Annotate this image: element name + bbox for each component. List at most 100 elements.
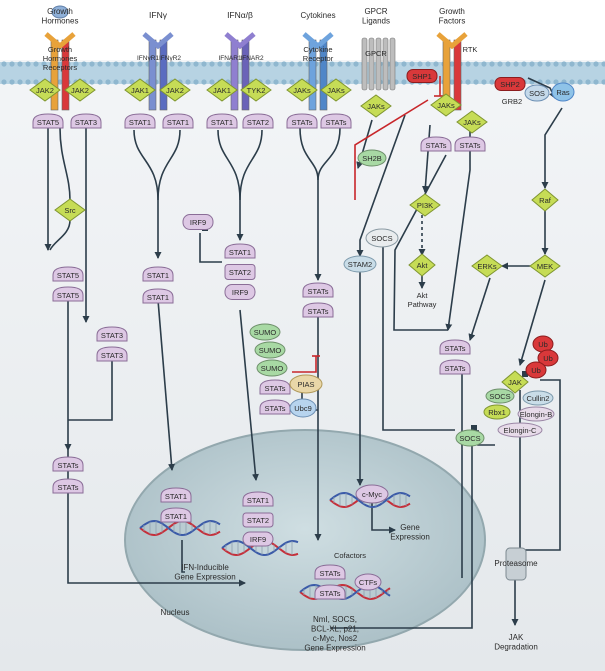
- lipid-head: [489, 79, 495, 85]
- stat-label: STAT1: [229, 248, 251, 257]
- stat-shape: [52, 456, 84, 472]
- protein-shape: [289, 398, 317, 418]
- lipid-head: [17, 61, 23, 67]
- kinase-shape: [456, 110, 488, 134]
- ub-protein: Ub: [537, 349, 559, 367]
- lipid-head: [105, 79, 111, 85]
- protein-shape: [224, 284, 256, 300]
- arrow-isgf3-nucleus: [239, 309, 259, 481]
- arrow-stat-to-gene: [67, 450, 246, 587]
- lipid-head: [289, 79, 295, 85]
- lipid-head: [481, 79, 487, 85]
- lipid-head: [553, 61, 559, 67]
- stat-label: STAT1: [167, 118, 189, 127]
- stat-label: STATs: [445, 364, 466, 373]
- stats-protein: STATs: [314, 584, 346, 600]
- arrow-ras-raf: [541, 107, 563, 189]
- protein-label: Ras: [556, 88, 570, 97]
- arrow-ifnab-b: [239, 129, 263, 201]
- lipid-head: [505, 61, 511, 67]
- stat2-protein: STAT2: [242, 512, 274, 528]
- lipid-head: [169, 61, 175, 67]
- stat-label: STATs: [58, 461, 79, 470]
- lipid-head: [353, 79, 359, 85]
- lipid-head: [337, 61, 343, 67]
- lipid-head: [601, 79, 605, 85]
- gpcr-helix: [375, 37, 382, 91]
- lipid-head: [345, 79, 351, 85]
- stat-shape: [142, 266, 174, 282]
- arrow-stat3-join: [68, 358, 113, 421]
- protein-label: PIAS: [297, 380, 314, 389]
- protein-shape: [406, 69, 438, 83]
- lipid-head: [577, 79, 583, 85]
- elongin-b-protein: Elongin-B: [517, 406, 555, 422]
- lipid-head: [545, 79, 551, 85]
- protein-shape: [483, 404, 511, 420]
- lipid-head: [193, 79, 199, 85]
- nucleus: [124, 429, 486, 651]
- lipid-head: [201, 79, 207, 85]
- protein-label: Cullin2: [527, 394, 550, 403]
- lipid-head: [417, 61, 423, 67]
- lipid-head: [465, 61, 471, 67]
- protein-label: CTFs: [359, 578, 378, 587]
- stat-label: STATs: [445, 344, 466, 353]
- cmyc-protein: c-Myc: [355, 484, 389, 504]
- receptor-chain: [241, 39, 250, 111]
- protein-shape: [354, 573, 382, 591]
- lipid-head: [217, 61, 223, 67]
- lipid-head: [513, 61, 519, 67]
- stat-label: STATs: [326, 118, 347, 127]
- lipid-head: [81, 61, 87, 67]
- receptor-chain: [159, 39, 168, 111]
- kinase-shape: [430, 93, 462, 117]
- rbx1-protein: Rbx1: [483, 404, 511, 420]
- lipid-head: [481, 61, 487, 67]
- protein-label: SH2B: [362, 154, 382, 163]
- irf9-protein: IRF9: [182, 214, 214, 230]
- gpcr-helix: [382, 37, 389, 91]
- stat5-protein: STAT5: [32, 113, 64, 129]
- lipid-head: [257, 61, 263, 67]
- akt-kinase: Akt: [408, 253, 436, 277]
- lipid-head: [465, 79, 471, 85]
- protein-label: STAT2: [247, 516, 269, 525]
- grb2-label: GRB2: [502, 97, 522, 106]
- kinase-shape: [29, 78, 61, 102]
- kinase-shape: [529, 254, 561, 278]
- lipid-head: [329, 61, 335, 67]
- protein-shape: [497, 422, 543, 438]
- stat-label: STATs: [308, 287, 329, 296]
- stat1-protein: STAT1: [142, 288, 174, 304]
- protein-shape: [455, 429, 485, 447]
- arrow-cytokine-b: [317, 127, 341, 181]
- mek-kinase: MEK: [529, 254, 561, 278]
- receptor-cap: [302, 32, 334, 50]
- lipid-head: [353, 61, 359, 67]
- receptor-label-rtk: RTK: [463, 45, 478, 54]
- lipid-head: [9, 61, 15, 67]
- irf9-protein: IRF9: [242, 531, 274, 547]
- lipid-head: [569, 79, 575, 85]
- dna-strand: [329, 491, 411, 509]
- gpcr-helix: [389, 37, 396, 91]
- protein-shape: [51, 5, 69, 19]
- lipid-head: [185, 61, 191, 67]
- src-kinase: Src: [54, 198, 86, 222]
- jak-kinase: JAK: [501, 370, 529, 394]
- ub-protein: Ub: [525, 361, 547, 379]
- stat-shape: [160, 487, 192, 503]
- stat-label: STAT1: [147, 271, 169, 280]
- protein-label: SHP1: [412, 72, 432, 81]
- stat3-protein: STAT3: [70, 113, 102, 129]
- stat-shape: [302, 282, 334, 298]
- kinase-shape: [206, 78, 238, 102]
- protein-label: SOCS: [371, 234, 392, 243]
- arrow-erks-stats: [468, 277, 491, 341]
- lipid-head: [113, 61, 119, 67]
